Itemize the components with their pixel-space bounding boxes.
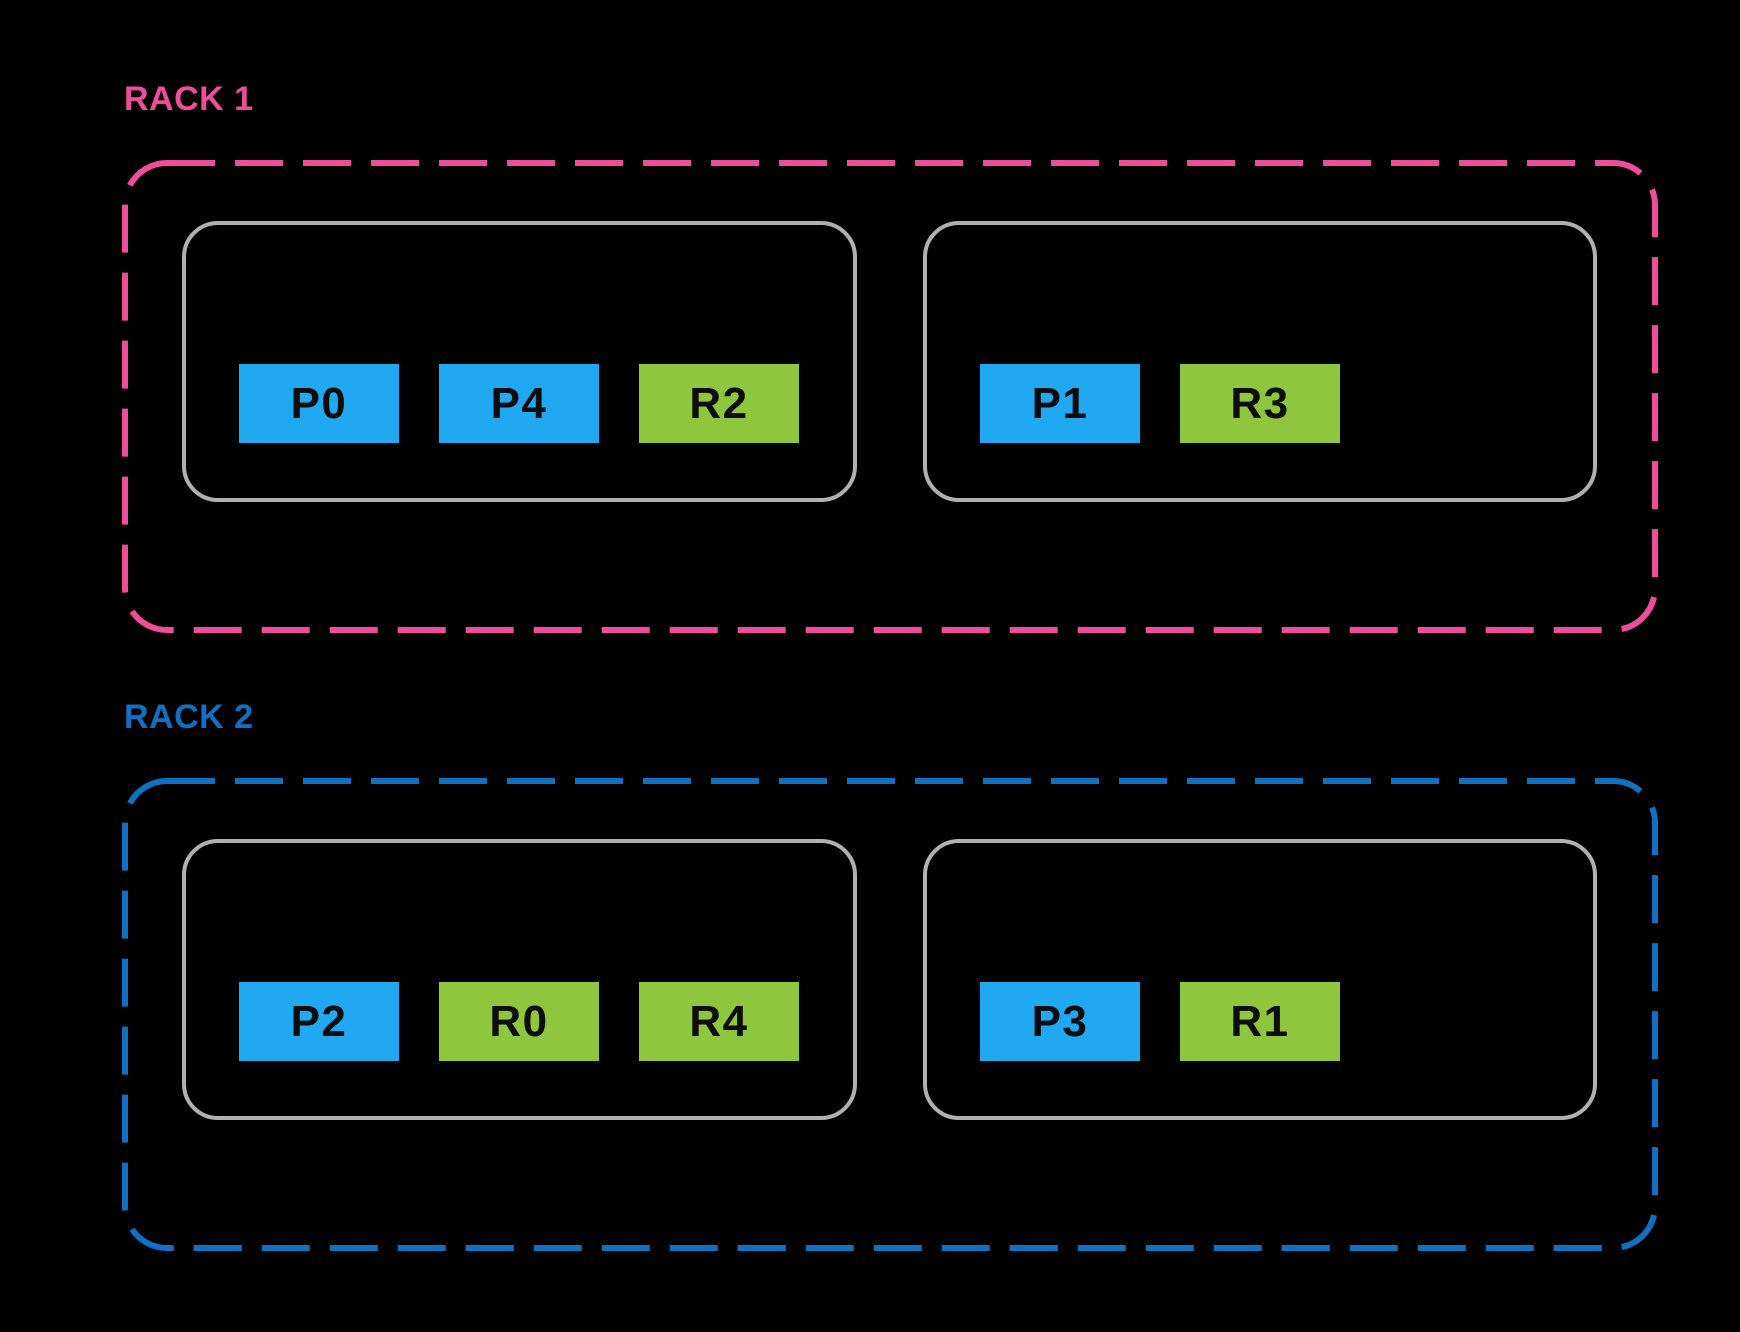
node-box: P0 P4 R2 <box>182 221 857 502</box>
node-box: P1 R3 <box>923 221 1597 502</box>
chip-P0: P0 <box>239 364 399 443</box>
rack-1-dashed-boundary <box>122 160 1658 633</box>
node-box: P3 R1 <box>923 839 1597 1120</box>
rack-2-frame: P2 R0 R4 P3 R1 <box>122 778 1658 1251</box>
chip-P3: P3 <box>980 982 1140 1061</box>
chip-P4: P4 <box>439 364 599 443</box>
chip-row: P1 R3 <box>980 364 1340 443</box>
rack-1: RACK 1 P0 P4 R2 P1 R3 <box>122 82 1658 633</box>
node-box: P2 R0 R4 <box>182 839 857 1120</box>
rack-2-label: RACK 2 <box>124 698 254 736</box>
chip-P2: P2 <box>239 982 399 1061</box>
rack-2: RACK 2 P2 R0 R4 P3 R1 <box>122 700 1658 1251</box>
chip-row: P2 R0 R4 <box>239 982 799 1061</box>
chip-row: P0 P4 R2 <box>239 364 799 443</box>
rack-1-frame: P0 P4 R2 P1 R3 <box>122 160 1658 633</box>
rack-2-dashed-boundary <box>122 778 1658 1251</box>
chip-R2: R2 <box>639 364 799 443</box>
chip-R4: R4 <box>639 982 799 1061</box>
rack-1-label: RACK 1 <box>124 80 254 118</box>
chip-R0: R0 <box>439 982 599 1061</box>
chip-R3: R3 <box>1180 364 1340 443</box>
chip-row: P3 R1 <box>980 982 1340 1061</box>
chip-R1: R1 <box>1180 982 1340 1061</box>
chip-P1: P1 <box>980 364 1140 443</box>
